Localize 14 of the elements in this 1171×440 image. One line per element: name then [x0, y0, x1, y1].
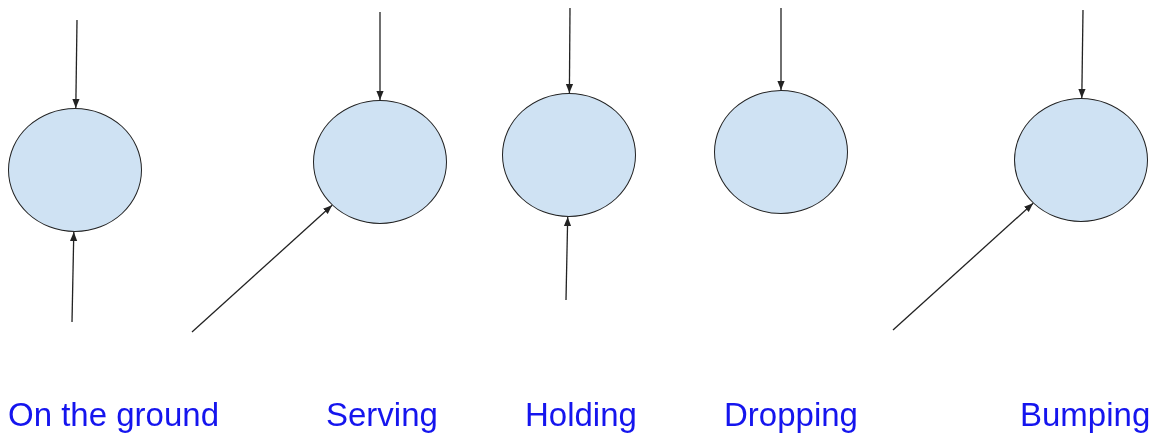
state-caption: Bumping — [1020, 396, 1151, 434]
force-arrow — [72, 19, 80, 109]
force-arrow — [376, 11, 384, 101]
force-arrow — [70, 231, 78, 323]
force-arrow — [777, 7, 785, 91]
state-caption: Holding — [525, 396, 637, 434]
state-caption: On the ground — [8, 396, 219, 434]
force-arrow — [892, 202, 1034, 331]
force-arrow — [563, 216, 572, 301]
force-arrow — [191, 204, 333, 333]
state-caption: Dropping — [724, 396, 858, 434]
force-arrow — [565, 7, 574, 94]
force-arrow — [1078, 9, 1086, 99]
state-caption: Serving — [326, 396, 438, 434]
